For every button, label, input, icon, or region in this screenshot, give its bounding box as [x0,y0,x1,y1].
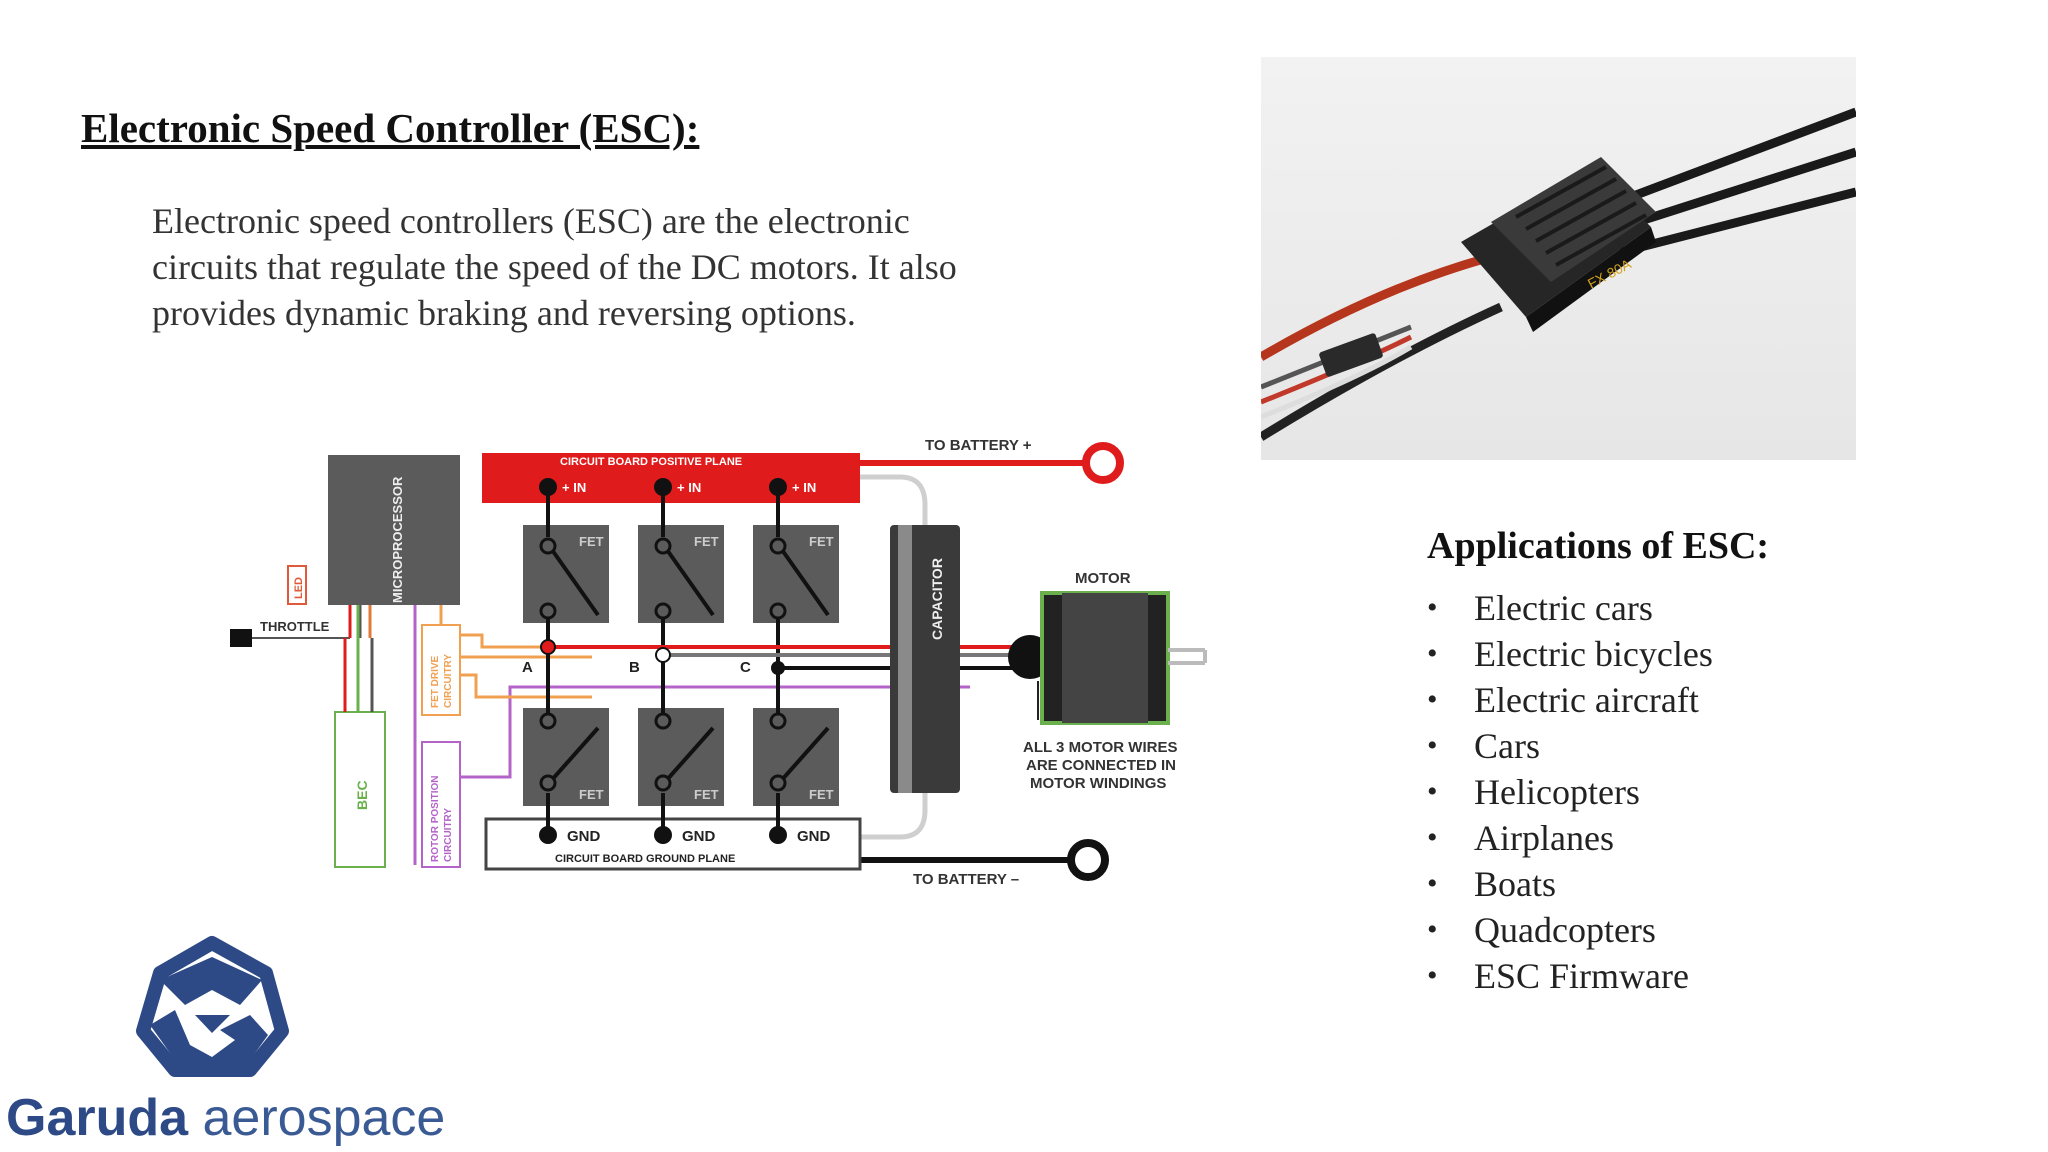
phase-b-label: B [629,659,640,676]
rotor-position-circuitry [421,741,461,868]
battery-minus-label: TO BATTERY – [913,871,1019,885]
microprocessor-label: MICROPROCESSOR [390,476,405,603]
list-item: ESC Firmware [1427,953,1713,999]
applications-title: Applications of ESC: [1427,525,1770,567]
list-item: Electric cars [1427,585,1713,631]
plus-in-label: + IN [562,480,586,495]
slide-title: Electronic Speed Controller (ESC): [81,105,700,151]
list-item: Boats [1427,861,1713,907]
fet-label: FET [579,534,604,549]
microprocessor [328,455,460,605]
gnd-label: GND [797,828,831,845]
ground-plane-label: CIRCUIT BOARD GROUND PLANE [555,853,735,865]
rotor-position-label: ROTOR POSITION [430,776,441,863]
esc-product-photo: FX 80A [1261,57,1856,460]
list-item: Electric aircraft [1427,677,1713,723]
intro-line: circuits that regulate the speed of the … [152,247,957,287]
list-item: Helicopters [1427,769,1713,815]
throttle-label: THROTTLE [260,619,330,634]
capacitor-label: CAPACITOR [929,558,945,640]
garuda-logo-icon [136,936,289,1077]
bec-label: BEC [354,780,370,810]
fet-high-side-row [523,525,839,623]
phase-c-label: C [740,659,751,676]
led [287,565,307,605]
brand-name: Garuda aerospace [6,1088,445,1148]
rotor-position-label: CIRCUITRY [443,808,454,862]
fet-drive-label: CIRCUITRY [443,654,454,708]
applications-list: Electric cars Electric bicycles Electric… [1427,585,1713,999]
battery-plus-terminal [1082,442,1124,484]
led-label: LED [293,577,305,599]
fet-label: FET [809,787,834,802]
intro-line: provides dynamic braking and reversing o… [152,293,856,333]
intro-paragraph: Electronic speed controllers (ESC) are t… [152,198,1052,336]
plus-in-label: + IN [792,480,816,495]
fet-drive-label: FET DRIVE [430,655,441,708]
fet-drive-circuitry [421,624,461,716]
gnd-label: GND [567,828,601,845]
list-item: Quadcopters [1427,907,1713,953]
gnd-label: GND [682,828,716,845]
battery-plus-label: TO BATTERY + [925,437,1032,454]
motor-note-line: ALL 3 MOTOR WIRES [1023,739,1177,756]
intro-line: Electronic speed controllers (ESC) are t… [152,201,910,241]
list-item: Cars [1427,723,1713,769]
throttle-connector [230,629,252,647]
motor-label: MOTOR [1075,570,1131,587]
fet-low-side-row [523,708,839,806]
brand-name-light: aerospace [202,1089,446,1147]
plus-in-label: + IN [677,480,701,495]
brand-name-bold: Garuda [6,1089,189,1147]
fet-label: FET [694,534,719,549]
motor-note-line: MOTOR WINDINGS [1030,775,1166,792]
fet-label: FET [694,787,719,802]
esc-circuit-diagram: TO BATTERY + TO BATTERY – CIRCUIT BOARD … [230,437,1207,885]
list-item: Airplanes [1427,815,1713,861]
phase-a-label: A [522,659,533,676]
positive-plane-label: CIRCUIT BOARD POSITIVE PLANE [560,456,742,468]
list-item: Electric bicycles [1427,631,1713,677]
fet-label: FET [809,534,834,549]
motor-note-line: ARE CONNECTED IN [1026,757,1176,774]
battery-minus-terminal [1067,839,1109,881]
bec [334,711,386,868]
fet-label: FET [579,787,604,802]
